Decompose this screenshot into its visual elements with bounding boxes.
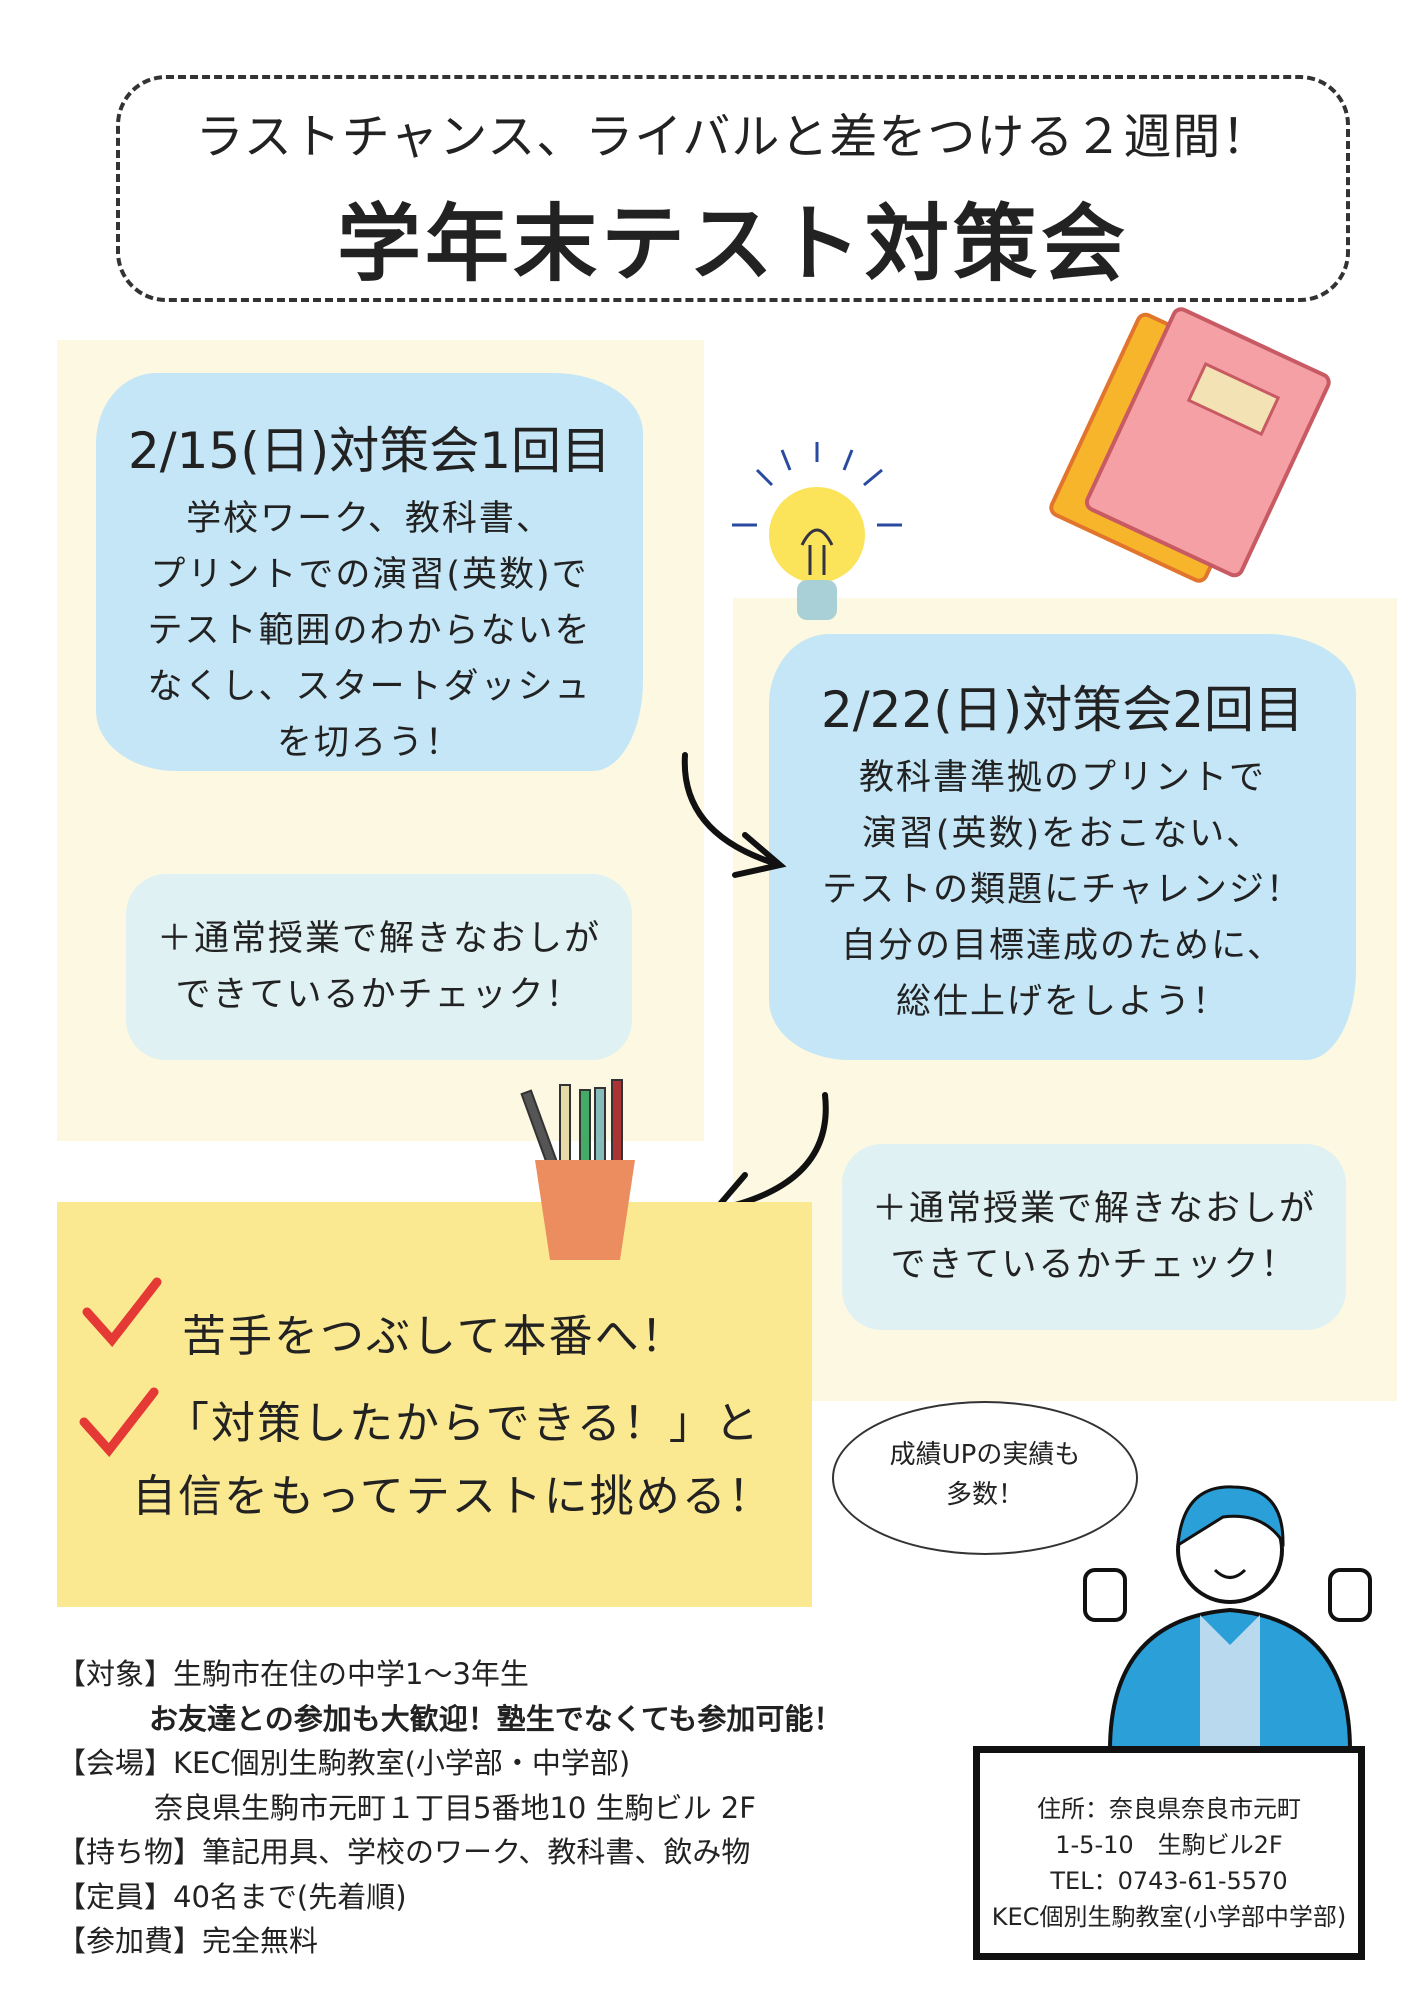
session2-extra: ＋通常授業で解きなおしが できているかチェック！ bbox=[842, 1144, 1346, 1330]
extra-line: ＋通常授業で解きなおしが bbox=[156, 919, 601, 959]
contact-school: KEC個別生駒教室(小学部中学部) bbox=[991, 1903, 1347, 1931]
checkmark-icon bbox=[82, 1277, 162, 1347]
extra-line: できているかチェック！ bbox=[175, 975, 583, 1015]
session1-line: なくし、スタートダッシュ bbox=[147, 667, 592, 707]
detail-address: 奈良県生駒市元町１丁目5番地10 生駒ビル 2F bbox=[154, 1790, 756, 1825]
extra-line: できているかチェック！ bbox=[890, 1245, 1298, 1285]
session2-bubble: 2/22(日)対策会2回目 教科書準拠のプリントで 演習(英数)をおこない、 テ… bbox=[769, 634, 1356, 1060]
detail-target: 【対象】生駒市在住の中学1〜3年生 bbox=[57, 1657, 529, 1691]
extra-line: ＋通常授業で解きなおしが bbox=[871, 1189, 1316, 1229]
session1-line: を切ろう！ bbox=[276, 723, 462, 763]
session2-line: 総仕上げをしよう！ bbox=[895, 982, 1229, 1022]
event-details: 【対象】生駒市在住の中学1〜3年生 お友達との参加も大歓迎！塾生でなくても参加可… bbox=[57, 1652, 842, 1964]
speech-line: 成績UPの実績も bbox=[889, 1440, 1081, 1470]
detail-note: お友達との参加も大歓迎！塾生でなくても参加可能！ bbox=[149, 1701, 843, 1736]
lightbulb-icon bbox=[732, 442, 902, 620]
session1-extra: ＋通常授業で解きなおしが できているかチェック！ bbox=[126, 874, 632, 1060]
session2-line: 自分の目標達成のために、 bbox=[841, 926, 1284, 966]
speech-line: 多数！ bbox=[945, 1480, 1024, 1510]
session2-line: 演習(英数)をおこない、 bbox=[861, 814, 1264, 854]
benefit-line: 苦手をつぶして本番へ！ bbox=[182, 1311, 687, 1362]
student-illustration bbox=[1083, 1485, 1372, 1750]
session2-line: テストの類題にチャレンジ！ bbox=[822, 870, 1303, 910]
session2-line: 教科書準拠のプリントで bbox=[858, 758, 1266, 798]
contact-address: 住所：奈良県奈良市元町 bbox=[1037, 1795, 1301, 1823]
contact-address-2: 1-5-10 生駒ビル2F bbox=[1055, 1831, 1283, 1859]
detail-capacity: 【定員】40名まで(先着順) bbox=[57, 1879, 407, 1914]
pencil-cup-icon bbox=[520, 1079, 635, 1260]
page-title: 学年末テスト対策会 bbox=[336, 195, 1129, 293]
benefits-box: 苦手をつぶして本番へ！ 「対策したからできる！」と 自信をもってテストに挑める！ bbox=[57, 1202, 812, 1607]
session1-bubble: 2/15(日)対策会1回目 学校ワーク、教科書、 プリントでの演習(英数)で テ… bbox=[96, 373, 643, 771]
session1-line: プリントでの演習(英数)で bbox=[150, 555, 589, 595]
speech-bubble: 成績UPの実績も 多数！ bbox=[832, 1401, 1138, 1555]
checkmark-icon bbox=[79, 1387, 159, 1457]
contact-phone: TEL：0743-61-5570 bbox=[1050, 1867, 1288, 1895]
title-box: ラストチャンス、ライバルと差をつける２週間！ 学年末テスト対策会 bbox=[116, 75, 1350, 302]
detail-items: 【持ち物】筆記用具、学校のワーク、教科書、飲み物 bbox=[57, 1835, 751, 1869]
arrow-icon bbox=[681, 752, 787, 878]
benefit-line: 自信をもってテストに挑める！ bbox=[132, 1471, 774, 1522]
notebook-icon bbox=[1049, 307, 1331, 583]
benefit-line: 「対策したからできる！」と bbox=[165, 1398, 761, 1449]
detail-fee: 【参加費】完全無料 bbox=[57, 1924, 319, 1958]
detail-venue: 【会場】KEC個別生駒教室(小学部・中学部) bbox=[57, 1746, 631, 1780]
session2-heading: 2/22(日)対策会2回目 bbox=[820, 681, 1305, 739]
session1-line: テスト範囲のわからないを bbox=[147, 611, 592, 651]
session1-heading: 2/15(日)対策会1回目 bbox=[127, 422, 612, 480]
contact-box: 住所：奈良県奈良市元町 1-5-10 生駒ビル2F TEL：0743-61-55… bbox=[973, 1746, 1365, 1960]
subtitle: ラストチャンス、ライバルと差をつける２週間！ bbox=[195, 109, 1271, 165]
session1-line: 学校ワーク、教科書、 bbox=[186, 499, 553, 539]
